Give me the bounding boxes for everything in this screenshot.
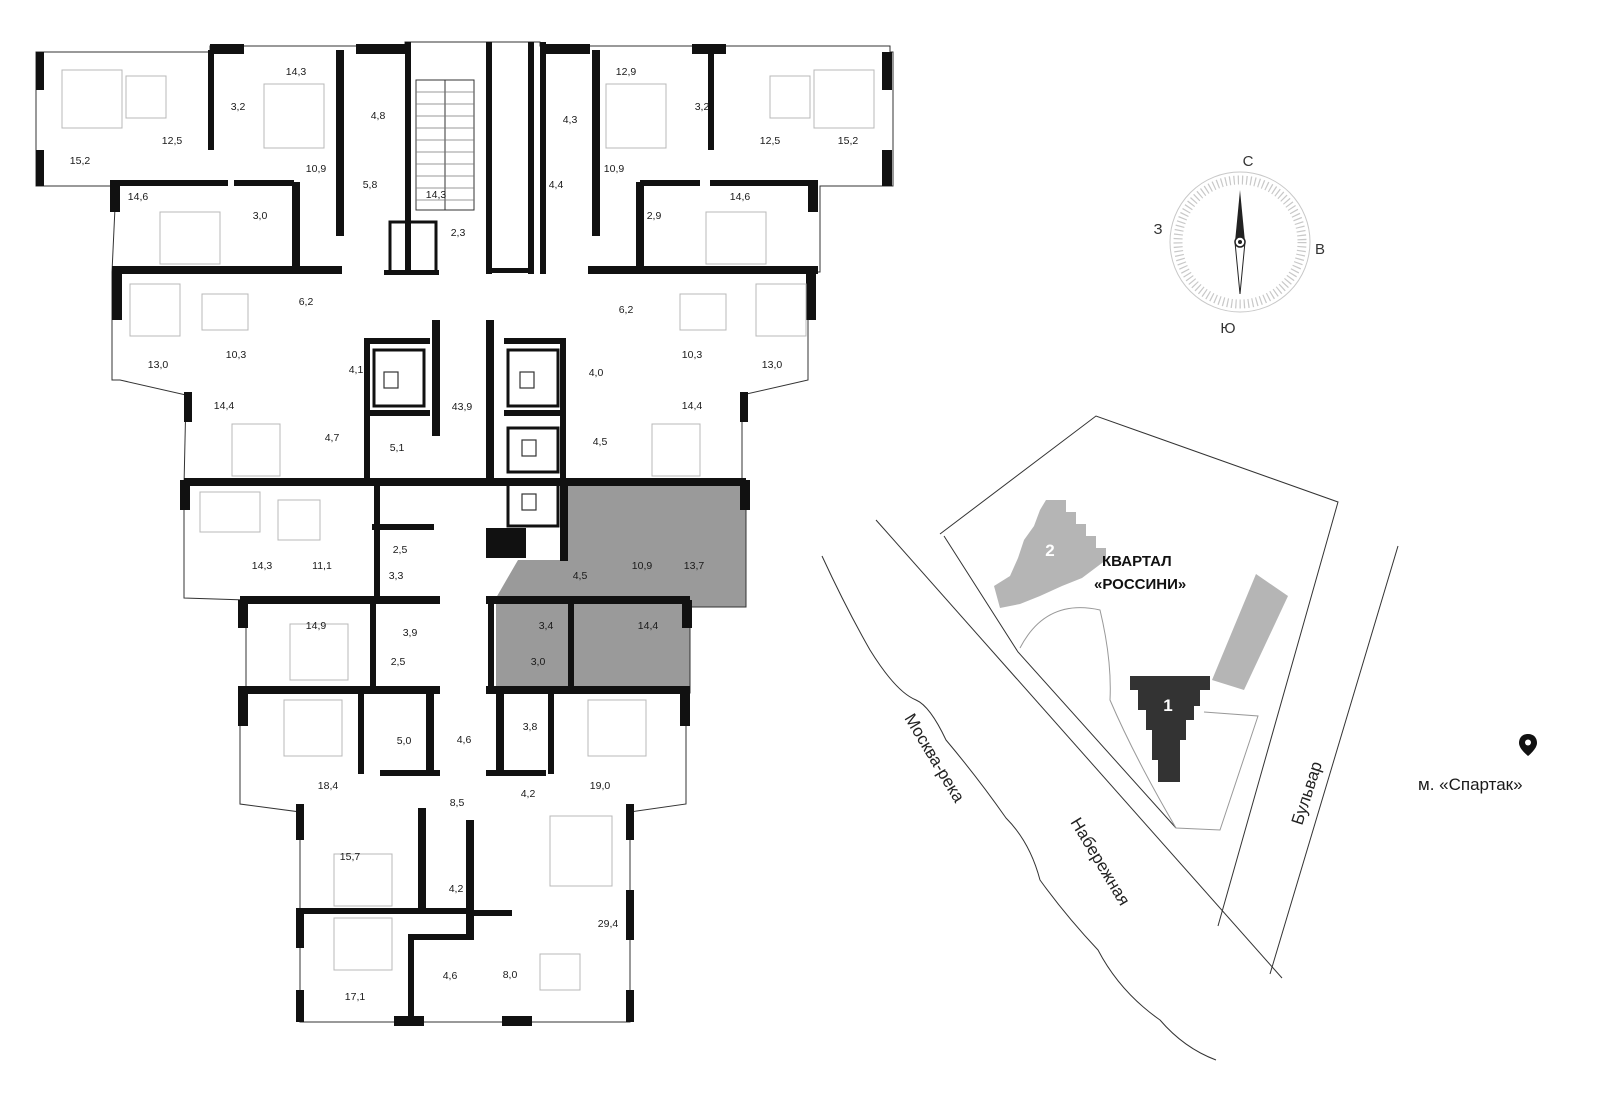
area-label: 10,9 (632, 560, 653, 572)
area-label: 2,3 (451, 227, 466, 239)
river-label: Москва-река (901, 710, 969, 806)
area-label: 6,2 (619, 304, 634, 316)
area-label: 4,4 (549, 179, 564, 191)
lift-block-right (506, 348, 560, 528)
area-label: 12,5 (162, 135, 183, 147)
area-label: 4,7 (325, 432, 340, 444)
area-label: 10,3 (682, 349, 703, 361)
area-label: 14,4 (638, 620, 659, 632)
compass-needle-north (1235, 190, 1245, 246)
area-label: 4,0 (589, 367, 604, 379)
area-label: 11,1 (312, 560, 332, 572)
compass-west-label: З (1153, 221, 1162, 238)
area-label: 6,2 (299, 296, 314, 308)
area-label: 10,9 (604, 163, 625, 175)
building-neighbour (1212, 574, 1288, 690)
area-label: 4,8 (371, 110, 386, 122)
location-pin-icon (1519, 734, 1537, 756)
area-label: 3,2 (231, 101, 246, 113)
area-label: 15,7 (340, 851, 361, 863)
area-label: 13,0 (148, 359, 169, 371)
area-label: 12,5 (760, 135, 781, 147)
area-label: 14,4 (682, 400, 703, 412)
compass: С Ю З В (1153, 153, 1325, 337)
area-label: 12,9 (616, 66, 637, 78)
selected-apartment[interactable] (496, 486, 746, 693)
area-label: 43,9 (452, 401, 473, 413)
metro-label: м. «Спартак» (1418, 775, 1523, 794)
area-label: 4,6 (457, 734, 472, 746)
area-label: 3,3 (389, 570, 404, 582)
area-label: 15,2 (70, 155, 91, 167)
structural-walls (36, 44, 892, 1026)
area-label: 5,0 (397, 735, 412, 747)
area-label: 3,4 (539, 620, 554, 632)
area-label: 3,0 (253, 210, 268, 222)
quarter-title-line2: «РОССИНИ» (1094, 576, 1186, 593)
area-label: 14,6 (128, 191, 149, 203)
area-label: 4,2 (521, 788, 536, 800)
area-label: 8,5 (450, 797, 465, 809)
area-label: 4,1 (349, 364, 364, 376)
stairwell (388, 79, 475, 274)
area-label: 19,0 (590, 780, 611, 792)
area-label: 14,9 (306, 620, 327, 632)
area-label: 2,5 (391, 656, 406, 668)
compass-north-label: С (1243, 153, 1254, 170)
area-label: 15,2 (838, 135, 859, 147)
area-label: 10,3 (226, 349, 247, 361)
compass-south-label: Ю (1220, 320, 1235, 337)
area-label: 14,3 (286, 66, 307, 78)
area-label: 14,4 (214, 400, 235, 412)
area-label: 3,9 (403, 627, 418, 639)
building-outline (35, 41, 894, 1023)
area-label: 29,4 (598, 918, 619, 930)
building-2: 2 (994, 500, 1106, 608)
area-label: 14,3 (426, 189, 447, 201)
area-label: 4,5 (573, 570, 588, 582)
area-label: 4,5 (593, 436, 608, 448)
lift-block-left (372, 348, 426, 408)
area-label: 8,0 (503, 969, 518, 981)
area-label: 2,9 (647, 210, 662, 222)
site-map: 2 1 КВАРТАЛ «РОССИНИ» Москва-река Набере… (821, 415, 1537, 1061)
area-label: 4,2 (449, 883, 464, 895)
area-label: 3,0 (531, 656, 546, 668)
area-label: 18,4 (318, 780, 339, 792)
compass-east-label: В (1315, 241, 1325, 258)
area-label: 5,8 (363, 179, 378, 191)
area-label: 5,1 (390, 442, 405, 454)
area-label: 14,6 (730, 191, 751, 203)
boulevard-label: Бульвар (1288, 759, 1326, 827)
area-label: 3,2 (695, 101, 710, 113)
building-2-number: 2 (1045, 541, 1054, 560)
area-label: 13,7 (684, 560, 705, 572)
building-1-number: 1 (1163, 696, 1172, 715)
area-label: 10,9 (306, 163, 327, 175)
area-label: 4,6 (443, 970, 458, 982)
area-label: 4,3 (563, 114, 578, 126)
quarter-title-line1: КВАРТАЛ (1102, 553, 1172, 570)
area-label: 14,3 (252, 560, 273, 572)
area-label: 2,5 (393, 544, 408, 556)
area-label: 13,0 (762, 359, 783, 371)
building-1: 1 (1130, 676, 1210, 782)
room-areas: 15,2 12,5 3,2 14,3 4,8 10,9 5,8 14,3 2,3… (70, 66, 859, 1003)
area-label: 3,8 (523, 721, 538, 733)
embankment-label: Набережная (1067, 814, 1134, 909)
furniture (61, 69, 875, 991)
area-label: 17,1 (345, 991, 366, 1003)
